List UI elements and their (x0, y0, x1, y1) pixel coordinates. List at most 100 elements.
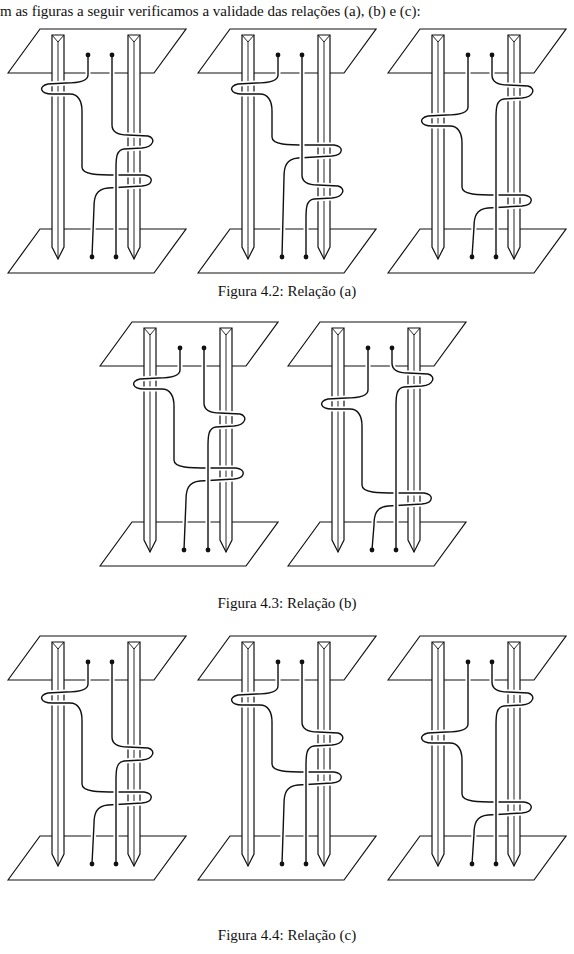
top-plane (288, 322, 466, 366)
moving-strand (492, 55, 533, 257)
pole-edge (514, 648, 515, 866)
braid-panel (8, 636, 186, 880)
strand-endpoint (304, 255, 309, 260)
braid-panel (388, 29, 566, 273)
moving-strand (302, 662, 343, 864)
top-plane (198, 636, 376, 680)
fixed-pole (242, 35, 254, 259)
strand-endpoint (280, 862, 285, 867)
strand-halo (232, 55, 342, 257)
strand-endpoint (470, 255, 475, 260)
top-plane (198, 29, 376, 73)
figure-caption: Figura 4.4: Relação (c) (218, 926, 356, 944)
pole-edge (338, 334, 339, 552)
bottom-plane (388, 229, 566, 273)
top-plane (8, 636, 186, 680)
pole-top (408, 328, 420, 335)
pole-top (332, 328, 344, 335)
pole-top (318, 642, 330, 649)
moving-strand (322, 348, 432, 550)
fixed-pole (52, 35, 64, 259)
pole-top (432, 35, 444, 42)
pole-top (52, 35, 64, 42)
strand-halo (392, 348, 433, 550)
pole-edge (324, 648, 325, 866)
strand-endpoint (276, 660, 281, 665)
fixed-pole (242, 642, 254, 866)
pole-top (508, 642, 520, 649)
strand-endpoint (470, 862, 475, 867)
strand-halo (204, 348, 245, 550)
pole-top (318, 35, 330, 42)
moving-strand (392, 348, 433, 550)
strand-endpoint (114, 862, 119, 867)
moving-strand (42, 55, 152, 257)
pole-edge (226, 334, 227, 552)
top-plane (100, 322, 278, 366)
moving-strand (134, 348, 244, 550)
strand-endpoint (394, 548, 399, 553)
pole-top (128, 642, 140, 649)
figure-caption: Figura 4.2: Relação (a) (218, 282, 356, 300)
fixed-pole (52, 642, 64, 866)
pole-edge (438, 41, 439, 259)
strand-endpoint (490, 53, 495, 58)
strand-endpoint (466, 53, 471, 58)
moving-strand (112, 662, 153, 864)
strand-endpoint (206, 548, 211, 553)
fixed-pole (508, 642, 520, 866)
strand-endpoint (494, 255, 499, 260)
pole-top (508, 35, 520, 42)
strand-halo (112, 55, 153, 257)
strand-halo (134, 348, 244, 550)
moving-strand (232, 662, 342, 864)
fixed-pole (432, 642, 444, 866)
pole-edge (134, 648, 135, 866)
bottom-plane (388, 836, 566, 880)
bottom-plane (100, 522, 278, 566)
pole-edge (248, 41, 249, 259)
top-plane (8, 29, 186, 73)
pole-edge (414, 334, 415, 552)
moving-strand (492, 662, 533, 864)
top-plane (388, 636, 566, 680)
braid-panel (388, 636, 566, 880)
strand-endpoint (182, 548, 187, 553)
fixed-pole (144, 328, 156, 552)
strand-halo (322, 348, 432, 550)
strand-endpoint (202, 346, 207, 351)
strand-endpoint (86, 53, 91, 58)
strand-halo (42, 662, 152, 864)
fixed-pole (408, 328, 420, 552)
strand-endpoint (90, 862, 95, 867)
strand-endpoint (110, 53, 115, 58)
strand-halo (492, 662, 533, 864)
pole-top (432, 642, 444, 649)
braid-panel (8, 29, 186, 273)
strand-halo (302, 55, 343, 257)
bottom-plane (198, 836, 376, 880)
strand-halo (302, 662, 343, 864)
pole-edge (324, 41, 325, 259)
pole-top (52, 642, 64, 649)
moving-strand (302, 55, 343, 257)
strand-endpoint (300, 53, 305, 58)
pole-edge (150, 334, 151, 552)
pole-edge (58, 648, 59, 866)
strand-endpoint (390, 346, 395, 351)
moving-strand (232, 55, 342, 257)
fixed-pole (508, 35, 520, 259)
strand-endpoint (90, 255, 95, 260)
bottom-plane (198, 229, 376, 273)
fixed-pole (318, 642, 330, 866)
strand-halo (232, 662, 342, 864)
strand-endpoint (300, 660, 305, 665)
pole-top (242, 35, 254, 42)
strand-halo (112, 662, 153, 864)
bottom-plane (288, 522, 466, 566)
braid-panel (100, 322, 278, 566)
strand-halo (492, 55, 533, 257)
body-text: m as figuras a seguir verificamos a vali… (0, 2, 421, 20)
strand-endpoint (370, 548, 375, 553)
